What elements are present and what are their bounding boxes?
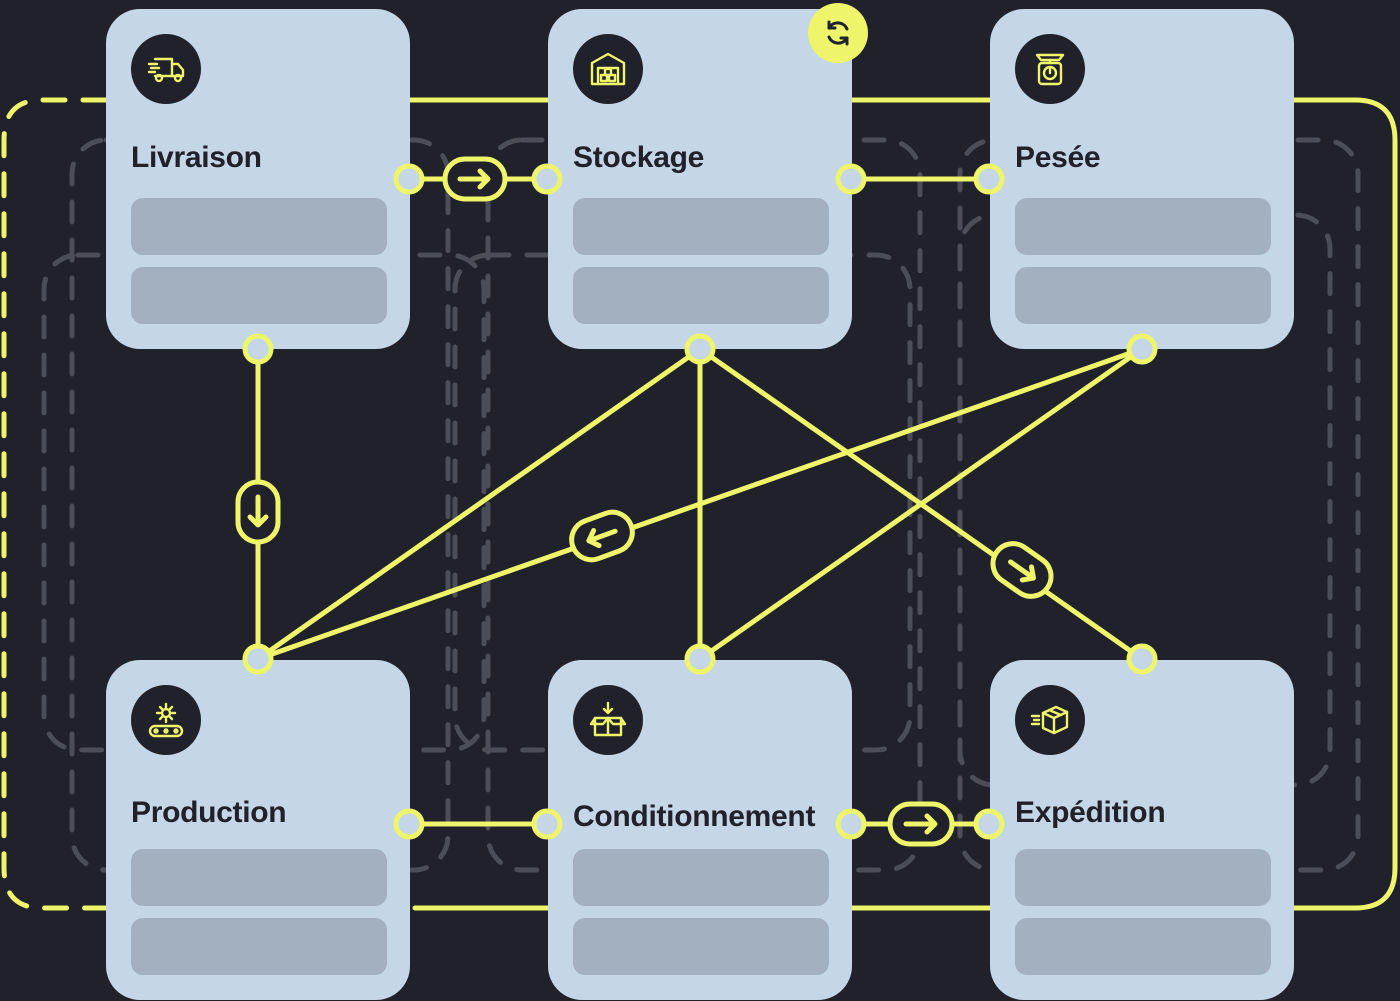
node-stockage[interactable]: Stockage (548, 9, 852, 349)
arrow-left-pesee-production (569, 509, 635, 563)
shipping-box-icon (1015, 685, 1085, 755)
placeholder-bar (573, 198, 829, 255)
link-stockage-production (255, 346, 703, 662)
delivery-truck-icon (131, 34, 201, 104)
weighing-scale-icon (1015, 34, 1085, 104)
outer-loop-solid (102, 97, 1398, 911)
placeholder-bar (1015, 267, 1271, 324)
node-title: Livraison (131, 141, 262, 174)
refresh-icon (827, 20, 849, 46)
placeholder-bar (131, 918, 387, 975)
placeholder-bar (573, 267, 829, 324)
warehouse-icon (573, 34, 643, 104)
placeholder-bar (131, 267, 387, 324)
placeholder-bar (1015, 849, 1271, 906)
node-title: Stockage (573, 141, 704, 174)
node-title: Conditionnement (573, 800, 816, 833)
arrow-right-livraison-stockage (442, 156, 508, 202)
node-expedition[interactable]: Expédition (990, 660, 1294, 1000)
node-title: Expédition (1015, 796, 1166, 829)
conveyor-gear-icon (131, 685, 201, 755)
arrow-downright-stockage-expedition (990, 541, 1054, 599)
node-livraison[interactable]: Livraison (106, 9, 410, 349)
packaging-box-icon (573, 685, 643, 755)
sync-button[interactable] (808, 3, 868, 63)
node-title: Production (131, 796, 287, 829)
outer-loop-dashed (1, 97, 108, 911)
arrow-down-livraison-production (235, 479, 281, 545)
link-pesee-conditionnement (697, 346, 1145, 662)
node-production[interactable]: Production (106, 660, 410, 1000)
arrow-right-conditionnement-expedition (887, 801, 955, 847)
placeholder-bar (1015, 918, 1271, 975)
placeholder-bar (573, 849, 829, 906)
node-title: Pesée (1015, 141, 1101, 174)
node-pesee[interactable]: Pesée (990, 9, 1294, 349)
placeholder-bar (131, 849, 387, 906)
node-conditionnement[interactable]: Conditionnement (548, 660, 852, 1000)
bg-frame-center (485, 137, 923, 873)
placeholder-bar (1015, 198, 1271, 255)
link-pesee-production (255, 346, 1145, 662)
placeholder-bar (131, 198, 387, 255)
placeholder-bar (573, 918, 829, 975)
